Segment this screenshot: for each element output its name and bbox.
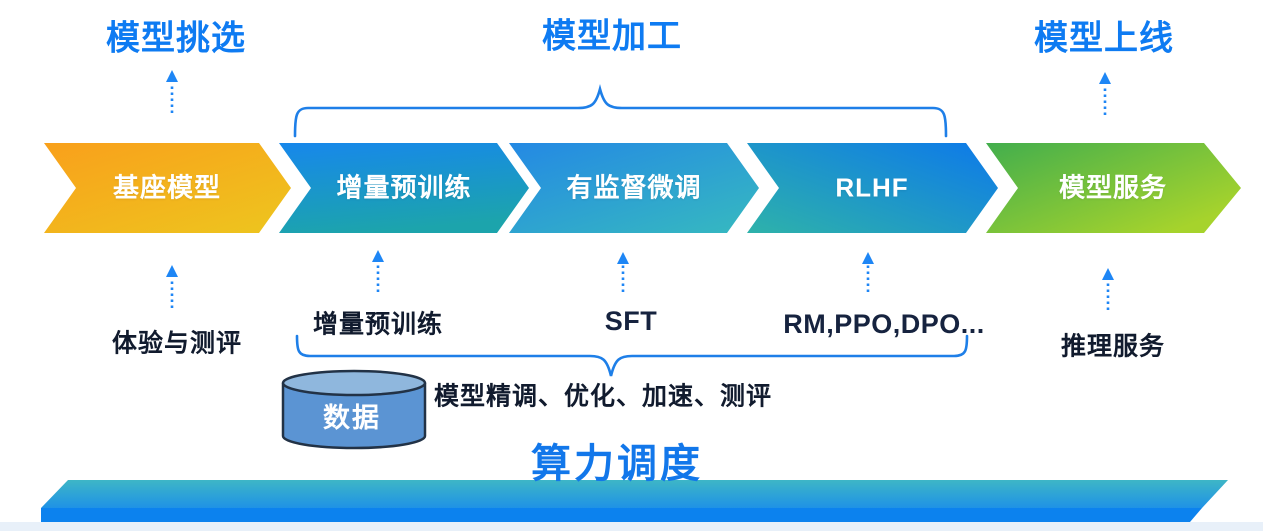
arrowhead-launch	[1099, 72, 1111, 84]
annotation-inference-service: 推理服务	[1060, 332, 1166, 361]
annotation-sft: SFT	[604, 306, 658, 337]
chevron-supervised-finetuning	[509, 143, 759, 233]
chevron-label-model-serving: 模型服务	[1058, 172, 1168, 203]
title-model-processing: 模型加工	[542, 17, 682, 56]
chevron-label-rlhf: RLHF	[835, 172, 909, 203]
compute-platform-label: 算力调度	[531, 442, 703, 486]
arrowhead-pretrain	[372, 250, 384, 262]
arrowhead-sft	[617, 252, 629, 264]
chevron-label-base-model: 基座模型	[112, 172, 222, 203]
database-label: 数据	[323, 403, 381, 434]
chevron-incremental-pretraining	[279, 143, 529, 233]
chevron-rlhf	[747, 143, 998, 233]
database-cylinder-icon	[281, 369, 427, 450]
annotation-processing-note: 模型精调、优化、加速、测评	[433, 382, 773, 411]
brace-bottom	[295, 334, 969, 377]
platform-front-face	[41, 508, 1202, 522]
title-model-launch: 模型上线	[1034, 19, 1174, 58]
platform-ground-glow	[0, 522, 1263, 531]
title-model-selection: 模型挑选	[106, 19, 246, 58]
chevron-label-supervised-finetuning: 有监督微调	[566, 172, 702, 203]
arrowhead-selection	[166, 70, 178, 82]
annotation-rlhf-methods: RM,PPO,DPO...	[783, 309, 985, 340]
arrowhead-serving	[1102, 268, 1114, 280]
brace-top	[293, 83, 948, 138]
chevron-base-model	[44, 143, 291, 233]
arrowhead-rlhf	[862, 252, 874, 264]
chevron-model-serving	[986, 143, 1241, 233]
compute-platform-bar	[0, 480, 1263, 531]
chevron-label-incremental-pretraining: 增量预训练	[336, 172, 472, 203]
annotation-evaluation: 体验与测评	[111, 329, 243, 358]
platform-top-face	[41, 480, 1228, 508]
annotation-pretrain: 增量预训练	[312, 310, 444, 339]
arrowhead-eval	[166, 265, 178, 277]
